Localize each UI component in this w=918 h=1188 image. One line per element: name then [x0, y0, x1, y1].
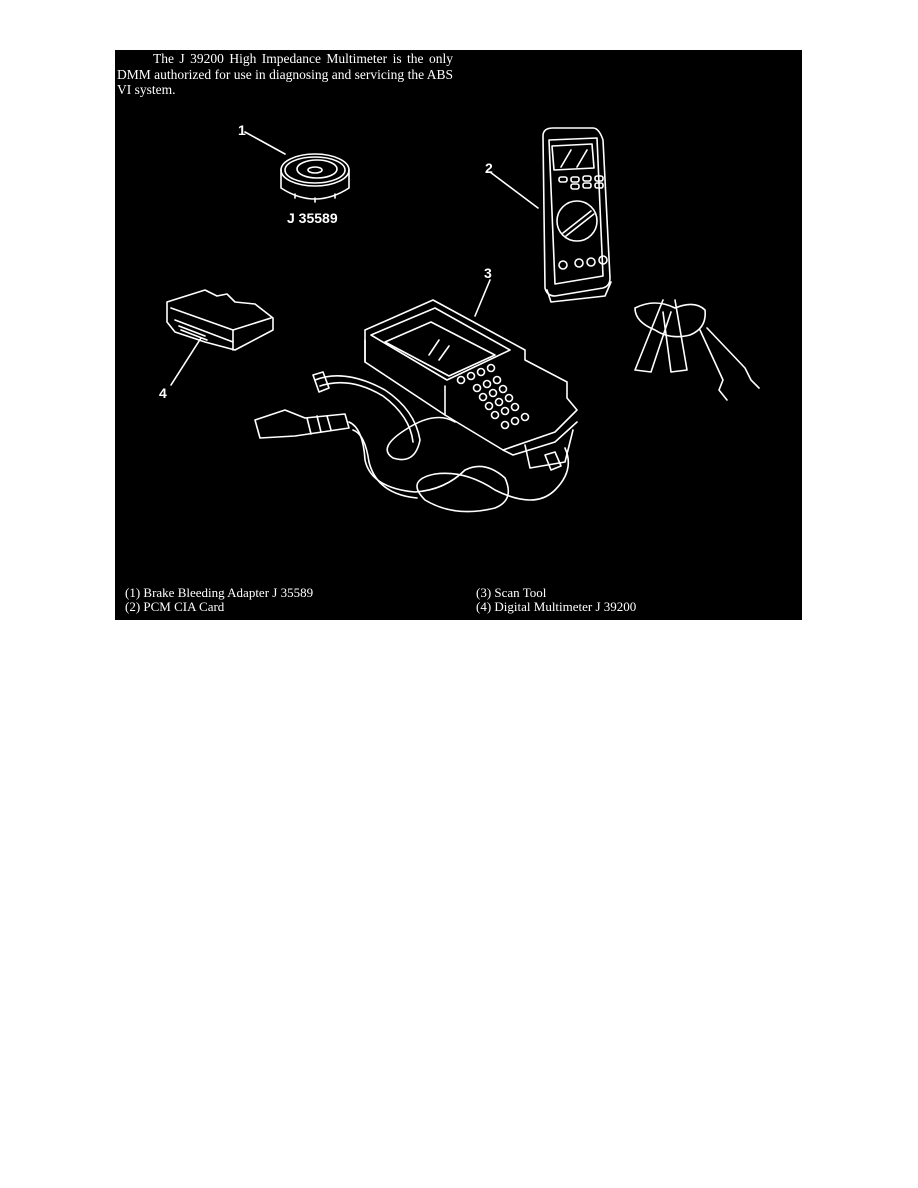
- callout-2: 2: [485, 160, 493, 176]
- legend-left: (1) Brake Bleeding Adapter J 35589 (2) P…: [125, 586, 313, 614]
- callout-4: 4: [159, 385, 167, 401]
- legend-right: (3) Scan Tool (4) Digital Multimeter J 3…: [476, 586, 636, 614]
- legend-item-2: (2) PCM CIA Card: [125, 599, 225, 614]
- service-figure: The J 39200 High Impedance Multimeter is…: [115, 50, 802, 620]
- tools-illustration: [166, 127, 760, 513]
- part-number-label: J 35589: [287, 210, 338, 226]
- intro-paragraph: The J 39200 High Impedance Multimeter is…: [117, 51, 453, 98]
- legend-item-4: (4) Digital Multimeter J 39200: [476, 599, 637, 614]
- digital-multimeter-icon: [489, 127, 760, 401]
- callout-1: 1: [238, 122, 246, 138]
- brake-bleeding-adapter-icon: [244, 131, 350, 203]
- legend-item-1: (1) Brake Bleeding Adapter J 35589: [125, 585, 314, 600]
- pcm-cia-card-icon: [166, 289, 274, 386]
- scan-tool-icon: [254, 279, 578, 513]
- legend-item-3: (3) Scan Tool: [476, 585, 547, 600]
- callout-3: 3: [484, 265, 492, 281]
- intro-text: The J 39200 High Impedance Multimeter is…: [117, 51, 453, 97]
